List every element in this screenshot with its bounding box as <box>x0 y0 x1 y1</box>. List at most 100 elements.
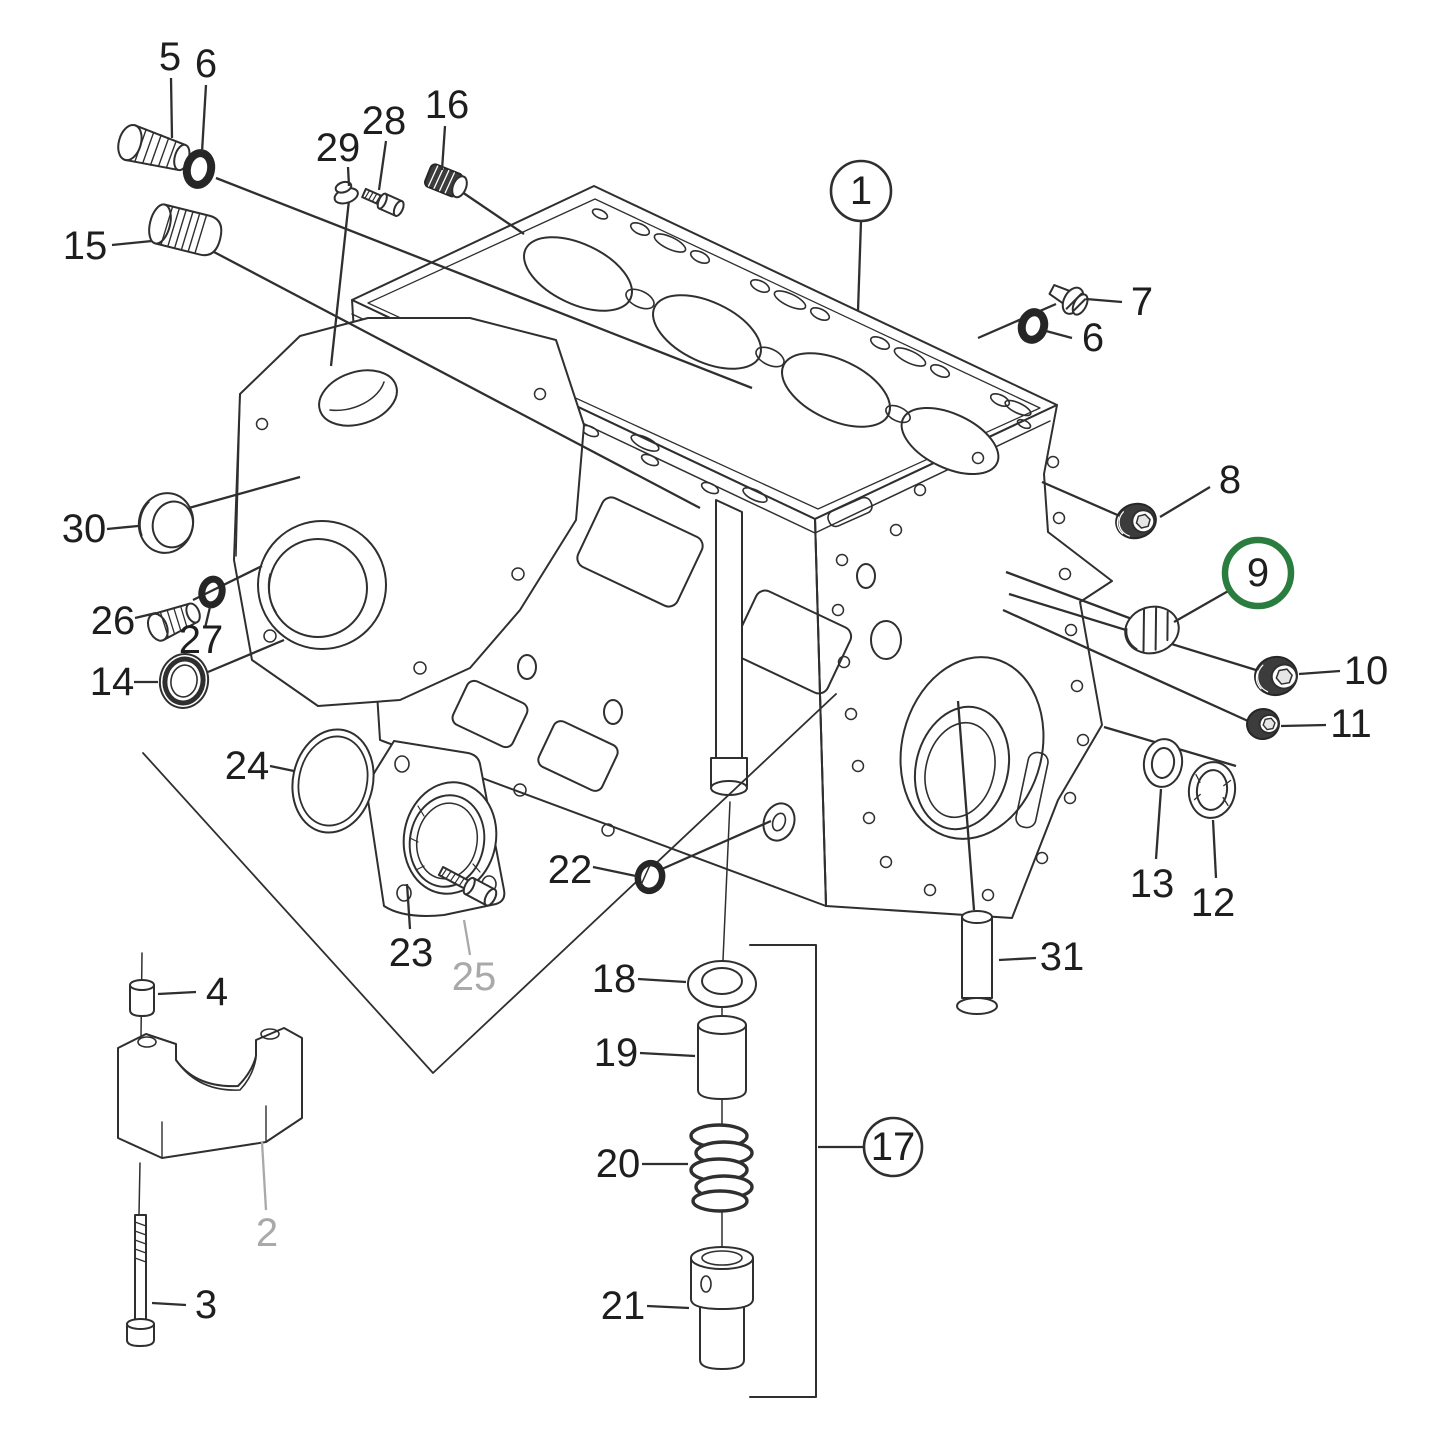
part-number-24: 24 <box>225 744 270 788</box>
callout-28[interactable]: 28 <box>362 99 407 191</box>
callout-29[interactable]: 29 <box>316 126 361 187</box>
callout-16[interactable]: 16 <box>425 83 470 171</box>
callout-26[interactable]: 26 <box>91 599 157 643</box>
timing-gear-housing <box>233 317 585 707</box>
callout-27[interactable]: 27 <box>179 606 224 662</box>
callout-2[interactable]: 2 <box>256 1141 278 1255</box>
part-drawing-26 <box>146 602 201 642</box>
part-number-28: 28 <box>362 99 407 143</box>
part-link-9 <box>1005 570 1141 624</box>
part-number-3: 3 <box>195 1283 217 1327</box>
callout-22[interactable]: 22 <box>548 848 637 892</box>
part-number-21: 21 <box>601 1284 646 1328</box>
callout-15[interactable]: 15 <box>63 224 153 268</box>
part-number-26: 26 <box>91 599 136 643</box>
callout-30[interactable]: 30 <box>62 507 139 551</box>
callout-circle-17 <box>862 1116 924 1178</box>
callout-6a[interactable]: 6 <box>195 42 217 153</box>
callout-4[interactable]: 4 <box>157 970 228 1014</box>
part-drawing-18 <box>687 960 757 1008</box>
callout-18[interactable]: 18 <box>592 957 687 1001</box>
callout-31[interactable]: 31 <box>998 935 1085 979</box>
callout-13[interactable]: 13 <box>1130 788 1175 906</box>
part-drawing-2 <box>117 1027 303 1159</box>
leader-line-24 <box>269 764 295 773</box>
leader-line-27 <box>203 606 212 629</box>
leader-line-7 <box>1085 297 1123 304</box>
callout-17[interactable]: 17 <box>818 1116 924 1178</box>
part-link-11 <box>1002 608 1249 723</box>
group-17-bracket <box>749 944 817 1398</box>
callout-3[interactable]: 3 <box>151 1283 217 1327</box>
part-drawing-6b <box>1017 308 1049 344</box>
part-number-13: 13 <box>1130 862 1175 906</box>
callout-19[interactable]: 19 <box>594 1031 696 1075</box>
part-number-29: 29 <box>316 126 361 170</box>
part-number-12: 12 <box>1191 881 1236 925</box>
leader-line-21 <box>646 1304 690 1310</box>
callout-1[interactable]: 1 <box>829 159 893 312</box>
part-number-22: 22 <box>548 848 593 892</box>
part-drawing-31 <box>956 910 998 1015</box>
leader-line-30 <box>106 524 139 531</box>
callout-14[interactable]: 14 <box>90 660 158 704</box>
leader-line-6a <box>200 84 208 153</box>
leader-line-31 <box>998 956 1037 962</box>
part-number-2: 2 <box>256 1211 278 1255</box>
leader-line-23 <box>405 883 412 930</box>
callout-24[interactable]: 24 <box>225 744 295 788</box>
callout-20[interactable]: 20 <box>596 1142 688 1186</box>
callout-5[interactable]: 5 <box>159 35 181 139</box>
leader-line-26 <box>134 611 157 620</box>
callout-8[interactable]: 8 <box>1159 458 1241 518</box>
part-drawing-10 <box>1254 655 1298 697</box>
leader-line-5 <box>169 77 174 139</box>
highlight-circle-9 <box>1221 536 1295 610</box>
part-drawing-5 <box>117 123 191 172</box>
part-drawing-23 <box>366 740 506 917</box>
front-face-features <box>420 496 853 842</box>
callout-9[interactable]: 9 <box>1173 536 1295 623</box>
part-link-5-6 <box>215 176 753 390</box>
part-number-5: 5 <box>159 35 181 79</box>
part-drawing-30 <box>137 492 195 554</box>
part-link-22 <box>661 819 772 871</box>
part-number-18: 18 <box>592 957 637 1001</box>
callout-10[interactable]: 10 <box>1298 649 1389 693</box>
callout-23[interactable]: 23 <box>389 883 434 975</box>
leader-line-15 <box>111 239 153 247</box>
part-number-30: 30 <box>62 507 107 551</box>
part-link-30 <box>177 475 301 513</box>
cylinder-bores <box>523 236 1000 476</box>
part-drawing-13 <box>1142 738 1184 788</box>
part-link-15 <box>213 250 701 510</box>
part-number-15: 15 <box>63 224 108 268</box>
part-drawing-4 <box>129 979 155 1017</box>
leader-line-12 <box>1211 819 1218 879</box>
part-number-14: 14 <box>90 660 135 704</box>
callout-25[interactable]: 25 <box>452 919 497 999</box>
leader-line-28 <box>377 140 388 191</box>
leader-line-4 <box>157 990 197 996</box>
callout-7[interactable]: 7 <box>1085 280 1153 324</box>
callout-12[interactable]: 12 <box>1191 819 1236 925</box>
callout-11[interactable]: 11 <box>1280 702 1372 746</box>
part-drawing-11 <box>1246 707 1280 741</box>
part-drawing-27 <box>198 575 226 609</box>
part-number-11: 11 <box>1330 702 1372 746</box>
part-number-31: 31 <box>1040 935 1085 979</box>
part-drawing-14 <box>158 653 210 709</box>
part-drawing-24 <box>291 728 375 834</box>
callout-6b[interactable]: 6 <box>1045 316 1104 360</box>
part-link-31 <box>956 700 976 911</box>
callout-21[interactable]: 21 <box>601 1284 690 1328</box>
part-drawing-15 <box>148 203 223 257</box>
part-drawing-29 <box>333 180 359 205</box>
part-number-17: 17 <box>871 1125 916 1169</box>
part-number-27: 27 <box>179 618 224 662</box>
part-number-10: 10 <box>1344 649 1389 693</box>
leader-line-25 <box>462 919 472 956</box>
leader-line-11 <box>1280 723 1327 728</box>
part-number-4: 4 <box>206 970 228 1014</box>
